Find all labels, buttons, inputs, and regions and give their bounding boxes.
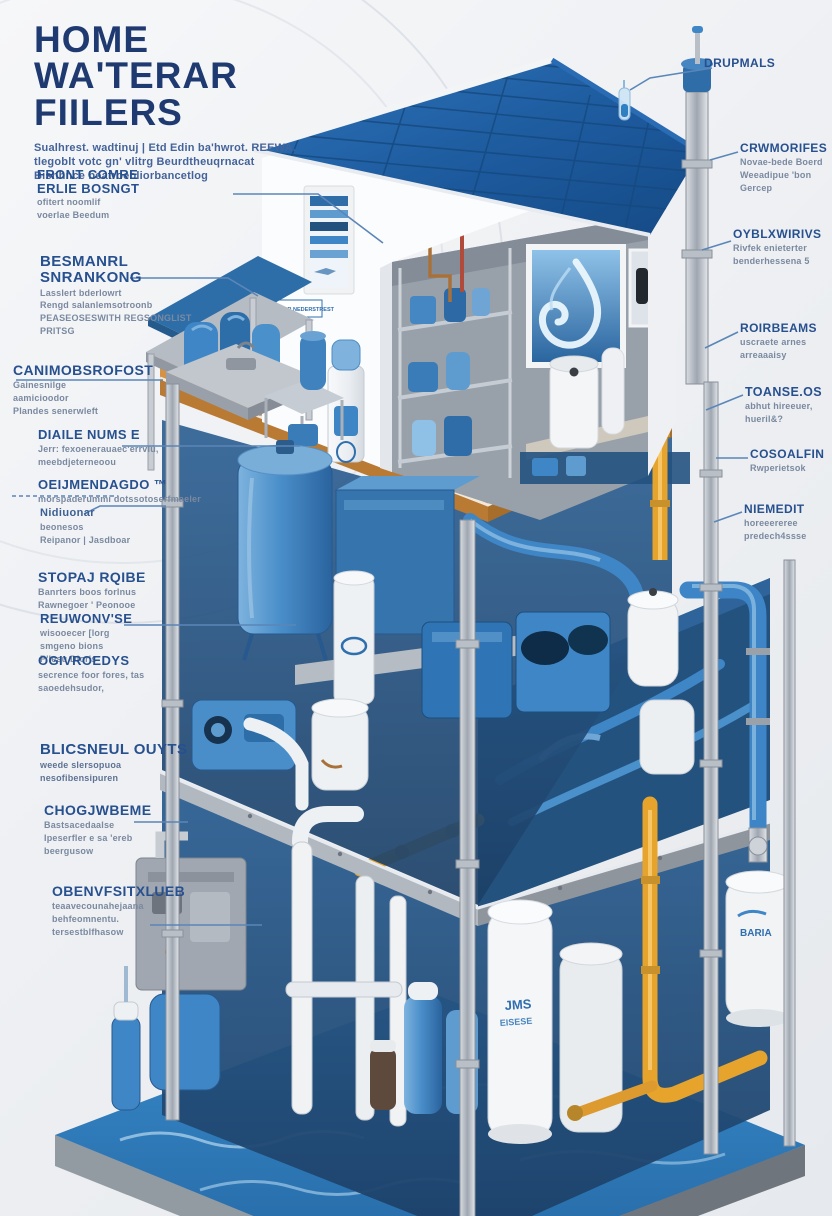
basement-equipment <box>191 440 695 811</box>
blue-cylinder-small <box>300 331 326 390</box>
yellow-pipes-lower <box>567 796 768 1121</box>
white-elbow-pipe <box>243 717 309 811</box>
small-white-tank <box>311 698 369 791</box>
baria-tank: BARIA <box>725 870 791 1027</box>
svg-text:BARIA: BARIA <box>740 928 772 939</box>
blue-tank-small <box>149 993 221 1091</box>
roof-dropper <box>618 80 631 121</box>
subtitle: Sualhrest. wadtinuj | Etd Edin ba'hwrot.… <box>34 141 296 183</box>
label-oeijmendagdo: OEIJMENDAGDO ™ morspaderummi dotssotoser… <box>38 477 201 504</box>
water-drop-mural <box>526 244 626 368</box>
base-pump <box>111 966 141 1111</box>
label-cosoalfin: COSOALFIN Rwperietsok <box>750 447 825 473</box>
title-block: HOME WA'TERAR FIILERS Sualhrest. wadtinu… <box>34 19 364 184</box>
label-drupmals: DRUPMALS <box>704 56 776 70</box>
water-cooler <box>327 339 365 463</box>
svg-text:JMS: JMS <box>504 996 532 1013</box>
label-toanse-os: TOANSE.OS abhut hireeuer,hueril&? <box>745 385 822 425</box>
svg-text:EISESE: EISESE <box>499 1016 532 1028</box>
blue-chute-highlight <box>468 518 601 562</box>
right-wall <box>648 216 676 476</box>
white-heater <box>627 588 695 775</box>
furnace-unit <box>135 831 247 991</box>
filter-rack <box>397 230 513 478</box>
svg-text:TOR NEDERSTREST: TOR NEDERSTREST <box>280 307 335 313</box>
chimney-pipe <box>681 26 713 385</box>
label-daile-numse: DIAILE NUMS E Jerr: fexoenerauaec'errvlu… <box>38 427 159 467</box>
blue-pump-box <box>191 699 297 771</box>
white-filter-cylinders: JMS EISESE <box>487 899 623 1144</box>
blue-tubs <box>421 611 611 719</box>
mid-floor-slab <box>159 770 771 926</box>
leader-lines <box>12 67 748 926</box>
steel-frame <box>161 381 796 1216</box>
page-title: HOME WA'TERAR FIILERS <box>34 19 238 133</box>
big-blue-tank <box>237 440 333 661</box>
white-column <box>333 570 375 705</box>
blue-downpipe <box>679 581 770 863</box>
window-blinds <box>303 185 355 295</box>
white-pipes <box>285 806 407 1127</box>
